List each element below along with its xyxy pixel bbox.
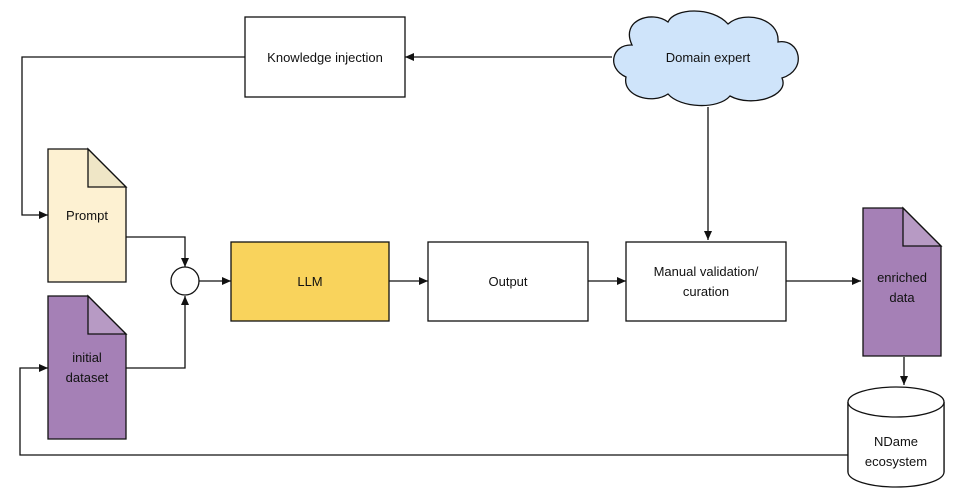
domain-expert-label: Domain expert <box>666 50 751 65</box>
ndame-label-line1: NDame <box>874 434 918 449</box>
initial-dataset-document <box>47 295 127 440</box>
llm-node: LLM <box>230 241 390 322</box>
llm-label: LLM <box>297 274 322 289</box>
edge-knowledge-to-prompt <box>21 56 245 219</box>
initial-dataset-fold <box>87 294 128 335</box>
initial-dataset-label-line2: dataset <box>66 370 109 385</box>
output-node: Output <box>427 241 589 322</box>
enriched-data-label-line2: data <box>889 290 915 305</box>
ndame-label-line2: ecosystem <box>865 454 927 469</box>
enriched-data-node: enriched data <box>862 206 943 357</box>
enriched-data-label-line1: enriched <box>877 270 927 285</box>
knowledge-injection-label: Knowledge injection <box>267 50 383 65</box>
ndame-ecosystem-node: NDame ecosystem <box>847 386 945 488</box>
domain-expert-node: Domain expert <box>613 10 799 107</box>
manual-validation-node: Manual validation/ curation <box>625 241 787 322</box>
output-label: Output <box>488 274 527 289</box>
join-circle <box>170 266 200 296</box>
manual-validation-label-line1: Manual validation/ <box>654 264 759 279</box>
manual-validation-label-line2: curation <box>683 284 729 299</box>
prompt-fold <box>87 147 128 188</box>
initial-dataset-label-line1: initial <box>72 350 102 365</box>
prompt-node: Prompt <box>47 147 128 283</box>
domain-expert-cloud <box>613 10 799 107</box>
knowledge-injection-node: Knowledge injection <box>244 16 406 98</box>
edge-dataset-to-join <box>126 296 189 369</box>
enriched-data-fold <box>902 206 943 247</box>
edge-ndame-to-dataset <box>19 364 848 456</box>
connectors <box>19 53 908 456</box>
ndame-cylinder-top <box>847 386 945 418</box>
prompt-label: Prompt <box>66 208 108 223</box>
edge-prompt-to-join <box>126 236 189 267</box>
initial-dataset-node: initial dataset <box>47 294 128 440</box>
